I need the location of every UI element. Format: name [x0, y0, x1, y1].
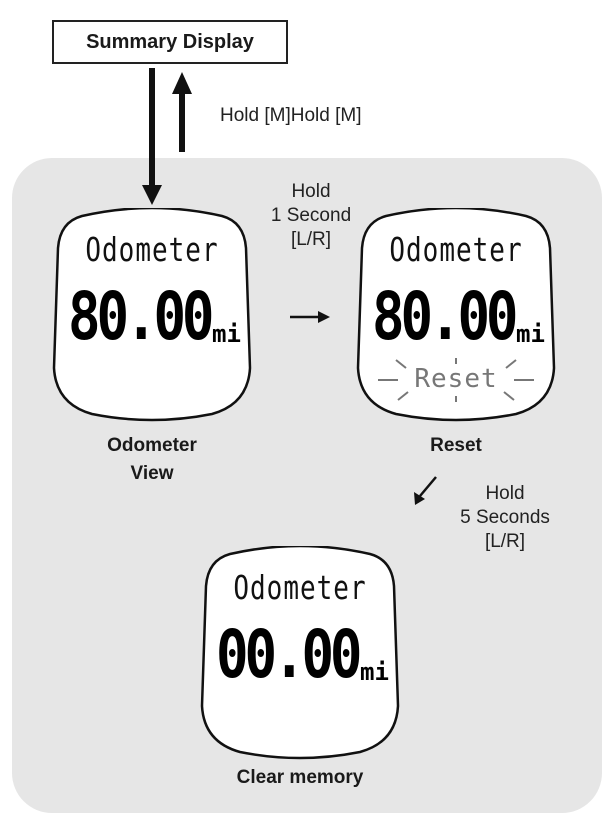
hold-5s-line2: 5 Seconds [460, 507, 550, 528]
caption-odometer-line2: View [130, 463, 174, 484]
lcd-value-reset: 80.00 [372, 278, 519, 355]
hold-1s-line2: 1 Second [270, 205, 352, 226]
lcd-title-odometer: Odometer [85, 232, 219, 270]
hold-5s-line3: [L/R] [484, 531, 526, 552]
caption-reset: Reset [430, 435, 482, 456]
summary-display-title: Summary Display [86, 30, 254, 53]
hold-5s-label-block: Hold 5 Seconds [L/R] [440, 482, 570, 554]
watch-outline-icon [52, 208, 252, 422]
watch-clear-memory: Odometer 00.00 mi [200, 546, 400, 761]
watch-reset: Odometer 80.00 mi Reset [356, 208, 556, 423]
hold-1s-line3: [L/R] [290, 229, 332, 250]
caption-clear-memory: Clear memory [236, 767, 364, 788]
lcd-unit-clear: mi [360, 658, 389, 686]
lcd-unit-reset: mi [516, 320, 545, 348]
lcd-unit-odometer: mi [212, 320, 241, 348]
hold-5s-line1: Hold [485, 483, 525, 504]
watch-outline-icon [356, 208, 556, 422]
hold-1s-line1: Hold [291, 181, 331, 202]
reset-flash-rays-icon [378, 358, 534, 402]
hold-1s-label-block: Hold 1 Second [L/R] [256, 180, 366, 252]
lcd-value-clear: 00.00 [216, 616, 363, 693]
lcd-title-reset: Odometer [389, 232, 523, 270]
summary-display-box: Summary Display [52, 20, 288, 64]
caption-odometer-line1: Odometer [107, 435, 197, 456]
arrow-down-head [142, 185, 162, 205]
arrow-diagonal-head [414, 492, 425, 505]
lcd-status-reset: Reset [414, 364, 498, 394]
lcd-value-odometer: 80.00 [68, 278, 215, 355]
arrow-up-head [172, 72, 192, 94]
arrow-diagonal-to-clear [419, 476, 437, 497]
watch-outline-icon [200, 546, 400, 760]
arrow-right-head [318, 311, 330, 323]
watch-odometer-view: Odometer 80.00 mi [52, 208, 252, 423]
caption-odometer-view: Odometer View [62, 432, 242, 488]
hold-m-label: Hold [M]Hold [M] [220, 105, 362, 126]
lcd-title-clear: Odometer [233, 570, 367, 608]
